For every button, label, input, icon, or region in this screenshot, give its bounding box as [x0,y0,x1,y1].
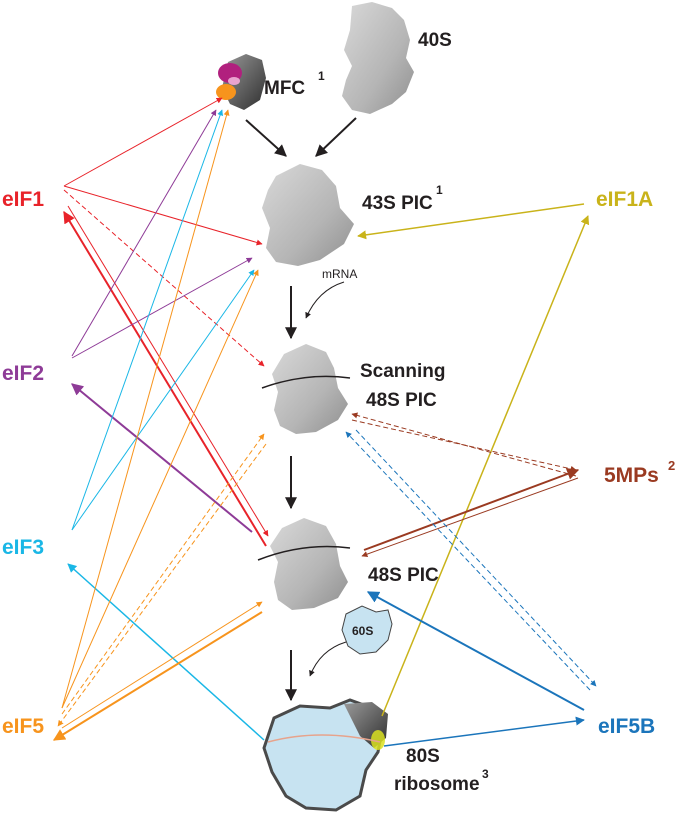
label-60s: 60S [352,624,373,638]
arrow-eif3-to-mfc [71,109,224,531]
label-ribosome: ribosome [394,774,480,795]
eif2-arrows [71,109,253,533]
label-43s-pic: 43S PIC [362,193,433,214]
arrow-80s-to-eif1a [381,215,590,717]
label-eif2: eIF2 [2,362,44,385]
label-48s-pic: 48S PIC [368,565,439,586]
arrow-eif5-to-scanning [61,433,265,715]
arrow-60s-curve [309,641,347,677]
label-scanning-line2: 48S PIC [366,390,437,411]
label-eif1: eIF1 [2,188,44,211]
eif5-arrows [52,109,267,741]
arrow-eif3-from-80s [67,563,265,741]
arrow-40s-to-43s [315,117,357,157]
subunit-scanning-shape [261,344,351,434]
arrow-eif3-to-43s [71,269,255,531]
fivemps-arrows [351,412,580,557]
subunit-43s-shape [262,164,354,266]
arrow-eif2-to-43s [71,257,253,359]
eif1a-arrows [357,203,590,717]
main-pathway-arrows [245,117,357,702]
arrow-eif1a-to-43s [357,203,585,240]
arrow-eif1-from-48s [63,210,267,547]
arrow-eif1-to-mfc [63,97,223,187]
label-eif5b: eIF5B [598,715,655,738]
arrow-eif1-to-43s [63,185,263,246]
label-mfc-sup: 1 [318,69,325,83]
arrow-eif1-to-scanning [63,189,265,367]
subunit-60s-shape [341,605,393,655]
arrow-eif2-from-48s [71,383,253,533]
label-eif3: eIF3 [2,536,44,559]
label-eif1a: eIF1A [596,188,653,211]
subunit-40s-shape [342,2,414,114]
arrow-eif5b-to-48s [366,591,585,711]
arrow-48s-to-fivemps [363,468,580,551]
arrow-scanning-to-fivemps [351,419,577,472]
arrow-eif5-to-48s [61,601,263,729]
label-mrna: mRNA [322,267,357,281]
ribosome-80s-shape [262,698,388,812]
arrow-eif1-to-48s [67,205,269,537]
arrow-scanning-to-eif5b [355,429,597,687]
arrow-eif5-to-mfc [61,109,230,709]
label-fivemps: 5MPs [604,464,659,487]
mfc-complex-shape [216,54,266,110]
eif3-arrows [67,109,265,741]
arrow-eif5-from-scanning [57,443,267,727]
label-fivemps-text: 5MPs [604,464,659,487]
arrow-80s-to-eif5b [383,716,585,747]
eif1-arrows [63,97,269,547]
label-scanning-line1: Scanning [360,361,446,382]
label-mfc: MFC [264,78,305,99]
label-eif5: eIF5 [2,715,44,738]
label-fivemps-sup: 2 [668,458,675,473]
eif5b-arrows [345,429,597,747]
arrow-eif5-to-43s [61,269,259,709]
arrow-eif2-to-mfc [71,109,217,357]
label-43s-pic-sup: 1 [436,183,443,197]
arrow-eif5b-to-scanning [345,431,591,691]
label-ribosome-sup: 3 [482,767,489,781]
arrow-fivemps-to-48s [361,477,579,557]
arrow-mrna-curve [305,281,345,319]
arrow-mfc-to-43s [245,119,287,157]
label-40s: 40S [418,30,452,51]
label-80s: 80S [406,746,440,767]
arrow-eif5-from-48s [52,611,263,741]
subunit-48s-shape [257,518,351,610]
